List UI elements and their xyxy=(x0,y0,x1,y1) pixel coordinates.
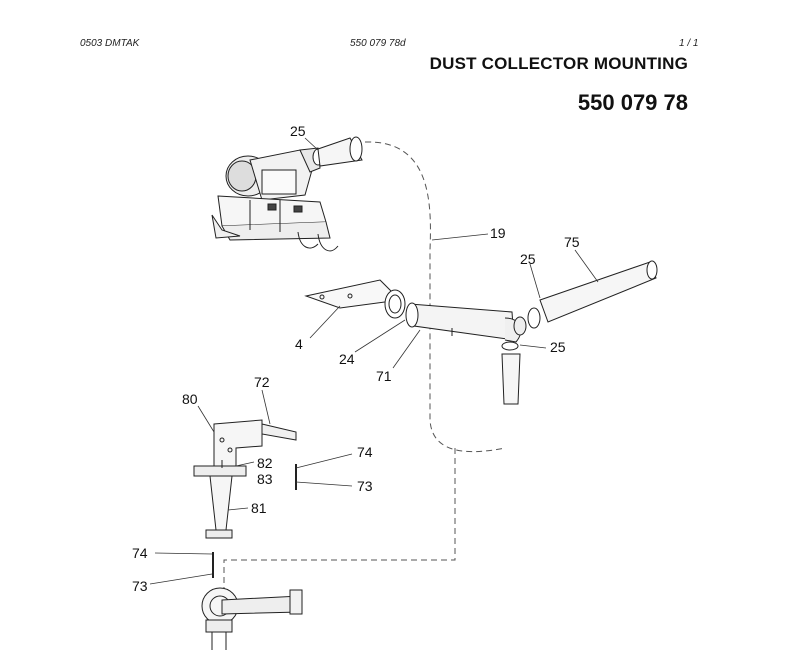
callout-82: 82 xyxy=(257,455,273,471)
part-25-upper-connector xyxy=(312,136,363,167)
header-left-code: 0503 DMTAK xyxy=(80,38,140,49)
callout-81: 81 xyxy=(251,500,267,516)
header-page-number: 1 / 1 xyxy=(679,38,699,49)
callout-25-upper: 25 xyxy=(290,123,306,139)
callout-72: 72 xyxy=(254,374,270,390)
part-80-stand xyxy=(193,419,297,539)
part-number: 550 079 78 xyxy=(577,90,688,115)
part-75-hose xyxy=(513,260,658,336)
leader-lines xyxy=(149,137,599,585)
callout-25-right: 25 xyxy=(520,251,536,267)
callout-19: 19 xyxy=(490,225,506,241)
callout-83: 83 xyxy=(257,471,273,487)
callout-71: 71 xyxy=(376,368,392,384)
callout-74-right: 74 xyxy=(357,444,373,460)
callout-73-right: 73 xyxy=(357,478,373,494)
part-71-collector-tube xyxy=(405,302,522,405)
callout-4: 4 xyxy=(295,336,303,352)
page-title: DUST COLLECTOR MOUNTING xyxy=(429,54,688,73)
callout-24: 24 xyxy=(339,351,355,367)
dust-hose-route xyxy=(223,141,506,600)
callout-80: 80 xyxy=(182,391,198,407)
callout-25-lower: 25 xyxy=(550,339,566,355)
callout-74-left: 74 xyxy=(132,545,148,561)
header-document-code: 550 079 78d xyxy=(350,38,406,49)
part-4-bracket xyxy=(304,279,406,319)
callout-75: 75 xyxy=(564,234,580,250)
callout-73-left: 73 xyxy=(132,578,148,594)
machine-assembly xyxy=(211,147,339,252)
lower-clamp-assembly xyxy=(201,587,303,650)
